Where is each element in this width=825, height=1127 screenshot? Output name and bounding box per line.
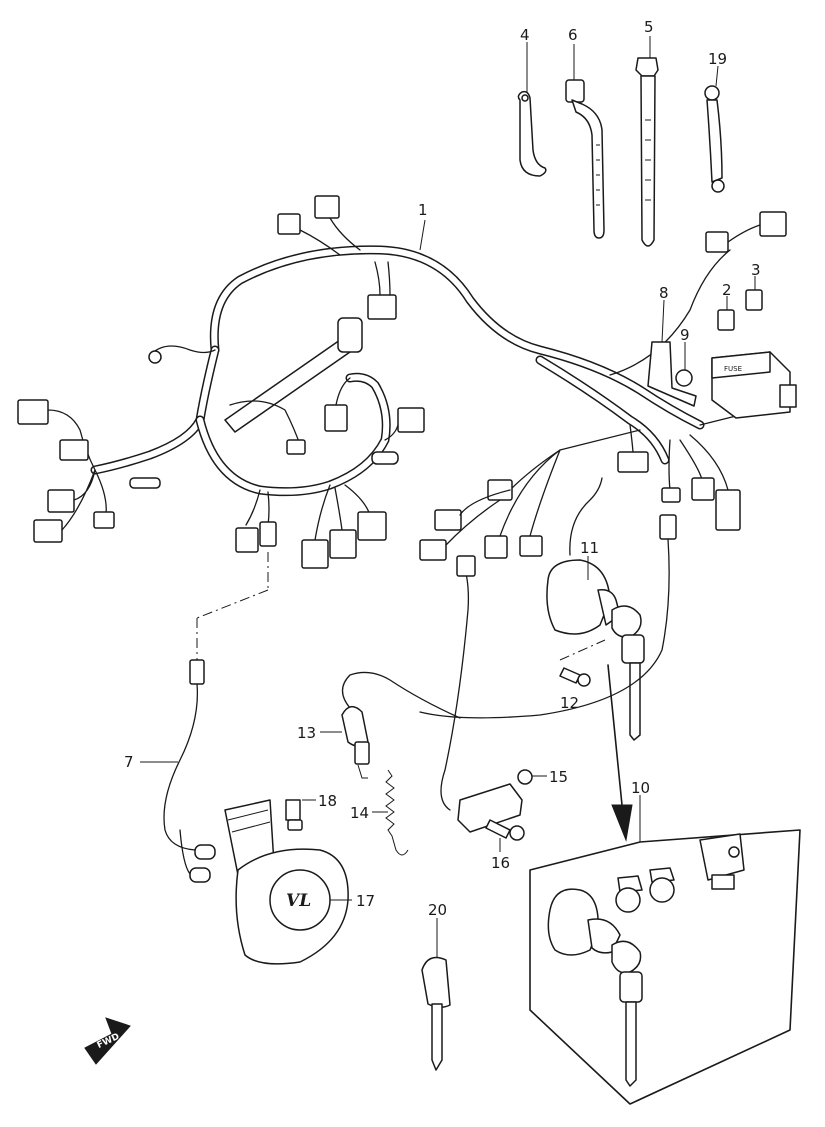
part-12-screw: [559, 639, 606, 687]
part-19-strap-clamp: [704, 65, 725, 193]
part-5-cable-tie: [635, 36, 659, 247]
part-13-neutral-switch: [320, 671, 461, 779]
horn-cover-logo: VL: [286, 891, 311, 911]
part-7-wire-lead: [140, 552, 269, 883]
label-13: 13: [297, 724, 316, 742]
part-14-spring: [372, 769, 409, 856]
label-6: 6: [568, 26, 578, 44]
label-4: 4: [520, 26, 530, 44]
label-11: 11: [580, 539, 599, 557]
fuse-box: FUSE: [711, 351, 797, 419]
part-number-labels: 4 6 5 19 1 3 2 8 9 11 12 13 7 18 14 15 1…: [124, 18, 761, 919]
part-6-band-clamp: [565, 44, 605, 239]
label-15: 15: [549, 768, 568, 786]
part-16-screw: [485, 819, 525, 852]
label-3: 3: [751, 261, 761, 279]
label-1: 1: [418, 201, 428, 219]
part-8-bracket: [647, 299, 697, 407]
part-2-fuse: [717, 296, 735, 331]
label-20: 20: [428, 901, 447, 919]
label-9: 9: [680, 326, 690, 344]
label-12: 12: [560, 694, 579, 712]
label-8: 8: [659, 284, 669, 302]
label-2: 2: [722, 281, 732, 299]
part-3-fuse: [745, 276, 763, 311]
part-20-key: [421, 918, 451, 1071]
label-7: 7: [124, 753, 134, 771]
fuse-box-label: FUSE: [724, 365, 742, 373]
part-4-wire-clamp: [517, 42, 547, 177]
label-18: 18: [318, 792, 337, 810]
reference-arrow-11-to-10: [607, 664, 633, 842]
part-15-brake-switch-wire: [440, 555, 547, 833]
label-10: 10: [631, 779, 650, 797]
part-17-horn-cover: VL: [224, 799, 352, 965]
part-9-screw: [675, 342, 693, 387]
forward-arrow-marker: FWD: [84, 1017, 131, 1065]
label-5: 5: [644, 18, 654, 36]
part-10-lock-set: [529, 795, 801, 1105]
label-16: 16: [491, 854, 510, 872]
part-18-bolt: [285, 799, 316, 831]
label-19: 19: [708, 50, 727, 68]
label-17: 17: [356, 892, 375, 910]
part-1-main-wiring-harness: [17, 195, 787, 569]
part-11-ignition-switch: [546, 477, 645, 741]
label-14: 14: [350, 804, 369, 822]
side-stand-wire: [419, 514, 677, 719]
